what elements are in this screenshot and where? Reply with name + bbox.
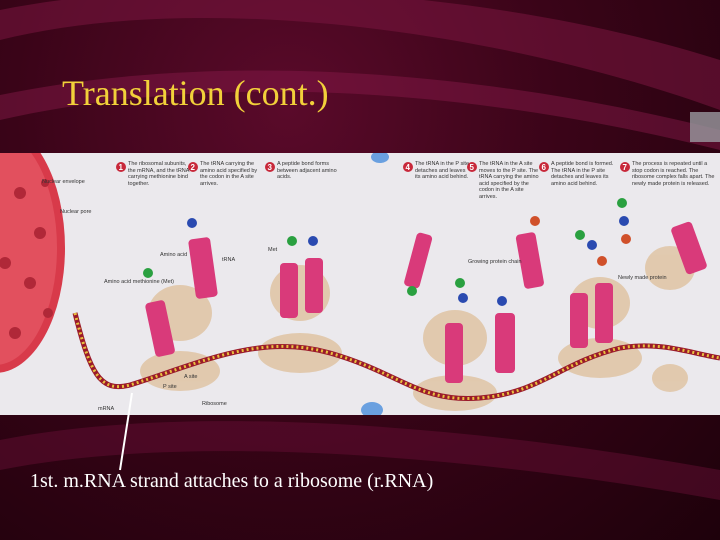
- label-nuclear-pore: Nuclear pore: [60, 209, 92, 215]
- step-5: 5: [467, 162, 477, 172]
- slide-title: Translation (cont.): [62, 73, 329, 113]
- step-4-text: The tRNA in the P site detaches and leav…: [415, 161, 469, 180]
- label-growing-protein-chain: Growing protein chain: [468, 259, 522, 265]
- step-7-text: The process is repeated until a stop cod…: [632, 161, 714, 187]
- label-met: Met: [268, 247, 278, 253]
- translation-diagram: Nuclear envelope Nuclear pore Amino acid…: [0, 153, 720, 415]
- step-7: 7: [620, 162, 630, 172]
- step-1: 1: [116, 162, 126, 172]
- label-mrna: mRNA: [98, 406, 115, 412]
- step-2-text: The tRNA carrying the amino acid specifi…: [200, 161, 257, 187]
- diagram-svg: Nuclear envelope Nuclear pore Amino acid…: [0, 153, 720, 415]
- nucleus: [0, 153, 65, 373]
- svg-text:5: 5: [470, 163, 475, 172]
- step-2: 2: [188, 162, 198, 172]
- label-trna: tRNA: [222, 257, 235, 263]
- label-ribosome: Ribosome: [202, 401, 227, 407]
- step-3-text: A peptide bond forms between adjacent am…: [277, 161, 337, 180]
- label-nuclear-envelope: Nuclear envelope: [42, 179, 85, 185]
- svg-text:7: 7: [623, 163, 628, 172]
- trna-shapes: [145, 221, 707, 383]
- svg-text:4: 4: [406, 163, 411, 172]
- slide-caption: 1st. m.RNA strand attaches to a ribosome…: [30, 470, 434, 492]
- step-4: 4: [403, 162, 413, 172]
- step-6-text: A peptide bond is formed. The tRNA in th…: [551, 161, 613, 187]
- step-6: 6: [539, 162, 549, 172]
- svg-text:3: 3: [268, 163, 273, 172]
- svg-text:6: 6: [542, 163, 547, 172]
- label-newly-made-protein: Newly made protein: [618, 275, 667, 281]
- step-1-text: The ribosomal subunits, the mRNA, and th…: [128, 161, 189, 187]
- label-amino-acid: Amino acid: [160, 252, 187, 258]
- amino-acids: [143, 198, 631, 306]
- svg-text:2: 2: [191, 163, 196, 172]
- label-amino-acid-methionine: Amino acid methionine (Met): [104, 279, 174, 285]
- label-p-site: P site: [163, 384, 177, 390]
- mrna-strand: [72, 312, 720, 402]
- label-a-site: A site: [184, 374, 197, 380]
- svg-text:1: 1: [119, 163, 124, 172]
- marker-bottom: [361, 402, 383, 415]
- marker-top: [371, 153, 389, 163]
- step-3: 3: [265, 162, 275, 172]
- step-5-text: The tRNA in the A site moves to the P si…: [479, 161, 539, 200]
